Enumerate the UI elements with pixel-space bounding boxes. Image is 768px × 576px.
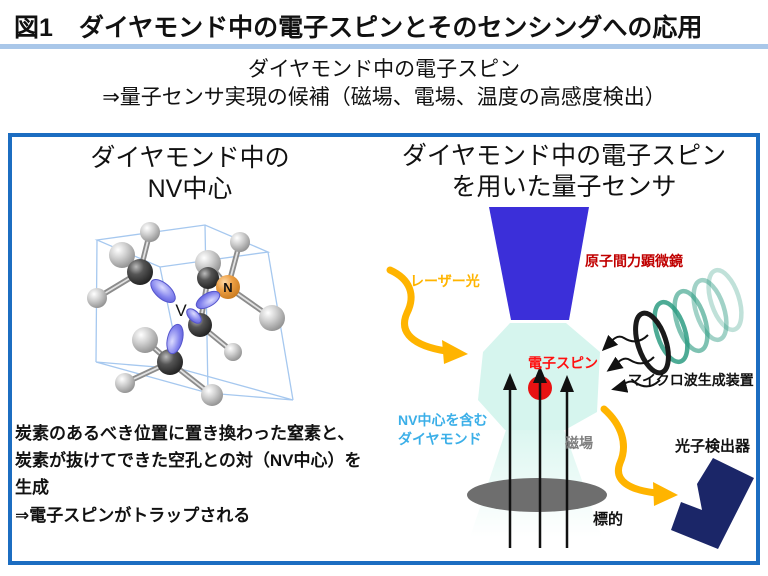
laser-arrow: [386, 266, 468, 364]
subtitle-line2: ⇒量子センサ実現の候補（磁場、電場、温度の高感度検出）: [102, 86, 666, 110]
left-heading-line1: ダイヤモンド中の: [90, 144, 290, 172]
afm-label: 原子間力顕微鏡: [585, 253, 683, 269]
caption-line4: ⇒電子スピンがトラップされる: [15, 505, 251, 525]
microwave-generator-label: マイクロ波生成装置: [628, 372, 754, 388]
vacancy-label: V: [175, 301, 187, 320]
nv-diamond-label: NV中心を含む ダイヤモンド: [398, 411, 487, 449]
nv-diamond-label-line2: ダイヤモンド: [398, 430, 482, 447]
left-panel-heading: ダイヤモンド中の NV中心: [12, 143, 368, 206]
magnetic-field-label: 磁場: [565, 435, 593, 451]
title-underline-rule: [0, 44, 768, 49]
subtitle: ダイヤモンド中の電子スピン ⇒量子センサ実現の候補（磁場、電場、温度の高感度検出…: [0, 56, 768, 113]
caption-line3: 生成: [15, 478, 49, 498]
nv-diamond-label-line1: NV中心を含む: [398, 412, 488, 428]
left-panel-caption: 炭素のあるべき位置に置き換わった窒素と、 炭素が抜けてできた空孔との対（NV中心…: [15, 420, 381, 529]
figure-title-text: ダイヤモンド中の電子スピンとそのセンシングへの応用: [78, 14, 703, 42]
figure-number: 図1: [14, 14, 53, 42]
left-heading-line2: NV中心: [147, 175, 233, 204]
right-panel-heading: ダイヤモンド中の電子スピン を用いた量子センサ: [372, 141, 756, 204]
right-heading-line1: ダイヤモンド中の電子スピン: [401, 142, 727, 170]
subtitle-line1: ダイヤモンド中の電子スピン: [247, 58, 521, 81]
afm-tip-shape: [489, 207, 589, 320]
photon-detector-label: 光子検出器: [675, 438, 751, 455]
figure-panel: ダイヤモンド中の NV中心 ダイヤモンド中の電子スピン を用いた量子センサ: [8, 133, 760, 565]
microwave-arrows: [601, 334, 661, 393]
quantum-sensor-diagram: [386, 207, 754, 549]
caption-line1: 炭素のあるべき位置に置き換わった窒素と、: [15, 424, 355, 443]
target-label: 標的: [593, 511, 624, 528]
magnetic-field-arrows: [503, 366, 574, 548]
laser-label: レーザー光: [410, 273, 480, 289]
page-title: 図1 ダイヤモンド中の電子スピンとそのセンシングへの応用: [14, 8, 702, 44]
orbital-lobes: [150, 279, 221, 355]
target-ellipse: [467, 478, 607, 512]
microwave-coil: [633, 267, 744, 376]
caption-line2: 炭素が抜けてできた空孔との対（NV中心）を: [15, 451, 362, 471]
nitrogen-label: N: [223, 280, 232, 295]
right-heading-line2: を用いた量子センサ: [451, 173, 677, 202]
photon-collection-arrow: [600, 405, 678, 506]
carbon-atoms: [87, 222, 285, 406]
nitrogen-atom: [216, 275, 240, 299]
photon-detector-shape: [671, 458, 754, 549]
nv-center-crystal-diagram: V N: [87, 222, 294, 406]
electron-spin-label: 電子スピン: [528, 355, 598, 371]
